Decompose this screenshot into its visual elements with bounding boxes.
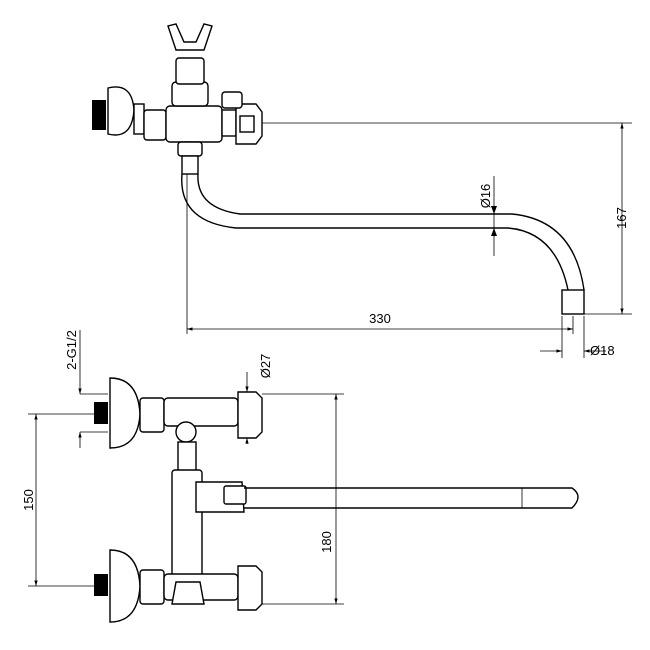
lower-shower-holder	[171, 581, 205, 605]
diverter-knob	[221, 91, 243, 109]
front-view: 2-G1/2 Ø27 150 180	[21, 330, 579, 623]
upper-handle	[237, 391, 263, 439]
dim-handle-diameter: Ø27	[258, 354, 273, 379]
dim-pipe-diameter: Ø16	[478, 184, 493, 209]
lower-inlet-nut	[94, 574, 108, 596]
dim-overall-height: 180	[319, 531, 334, 553]
dim-spout-height: 167	[614, 207, 629, 229]
upper-wall-flange	[109, 377, 141, 449]
spout-lower-edge	[197, 173, 585, 291]
shower-holder	[167, 23, 213, 51]
front-spout	[244, 487, 579, 509]
wall-flange	[107, 86, 135, 136]
aerator	[561, 289, 585, 315]
dim-outlet-diameter: Ø18	[590, 343, 615, 358]
lower-handle	[237, 565, 263, 611]
dim-inlet-thread: 2-G1/2	[64, 330, 79, 370]
top-view: 167 Ø16 330 Ø18	[92, 23, 632, 358]
inlet-nut	[92, 100, 106, 130]
dim-spout-reach: 330	[369, 311, 391, 326]
lower-wall-flange	[109, 549, 141, 623]
dim-inlet-spacing: 150	[21, 489, 36, 511]
spout-upper-edge	[181, 173, 569, 291]
upper-inlet-nut	[94, 402, 108, 424]
mixer-body	[165, 105, 223, 143]
